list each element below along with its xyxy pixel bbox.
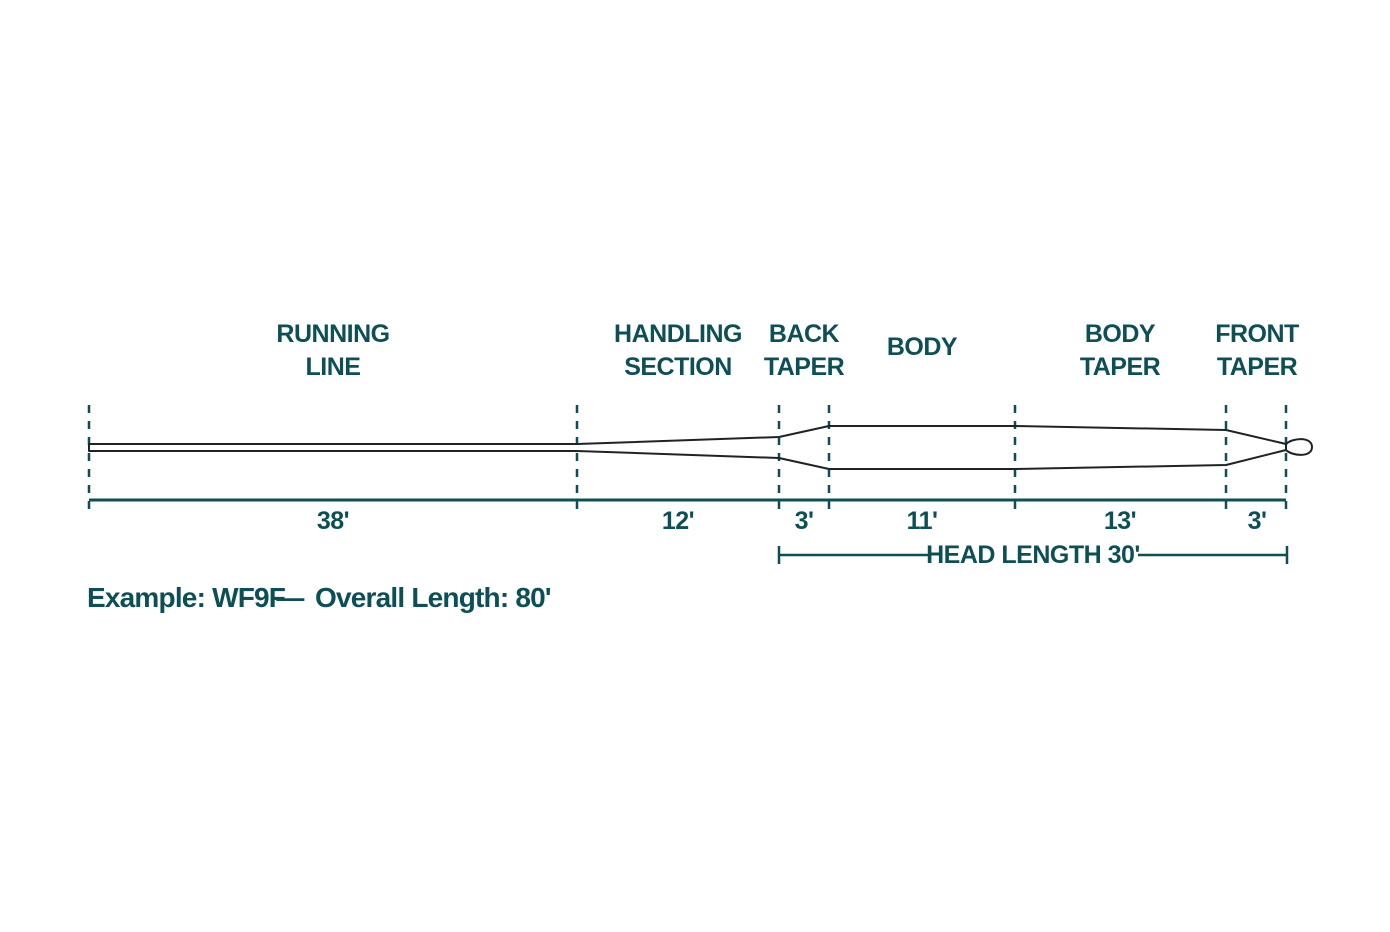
example-dash: — (276, 582, 304, 613)
handling-section-label-line2: SECTION (624, 353, 732, 381)
body-length: 11' (907, 507, 938, 535)
back-taper-label-line2: TAPER (764, 353, 845, 381)
section-dividers (87, 405, 1288, 510)
fly-line-outline (88, 425, 1287, 470)
section-labels: RUNNING LINE HANDLING SECTION BACK TAPER… (276, 320, 1299, 381)
handling-section-label-line1: HANDLING (614, 320, 742, 348)
welded-loop-icon (1285, 438, 1313, 456)
body-taper-label-line1: BODY (1085, 320, 1156, 348)
front-taper-length: 3' (1248, 507, 1267, 535)
example-overall-length: Overall Length: 80' (315, 582, 551, 613)
body-taper-length: 13' (1104, 507, 1136, 535)
front-taper-label-line1: FRONT (1215, 320, 1299, 348)
head-length-label: HEAD LENGTH 30' (926, 541, 1140, 569)
section-lengths: 38' 12' 3' 11' 13' 3' (317, 507, 1267, 535)
running-line-label-line1: RUNNING (276, 320, 389, 348)
front-taper-label-line2: TAPER (1217, 353, 1298, 381)
example-caption: Example: WF9F — Overall Length: 80' (87, 582, 552, 613)
running-line-label-line2: LINE (306, 353, 361, 381)
body-taper-label-line2: TAPER (1080, 353, 1161, 381)
fly-line-profile (88, 425, 1313, 470)
handling-section-length: 12' (662, 507, 694, 535)
back-taper-label-line1: BACK (769, 320, 840, 348)
example-line-type: Example: WF9F (87, 582, 286, 613)
body-label: BODY (887, 333, 958, 361)
head-length-bracket: HEAD LENGTH 30' (777, 541, 1289, 569)
running-line-length: 38' (317, 507, 349, 535)
back-taper-length: 3' (795, 507, 814, 535)
